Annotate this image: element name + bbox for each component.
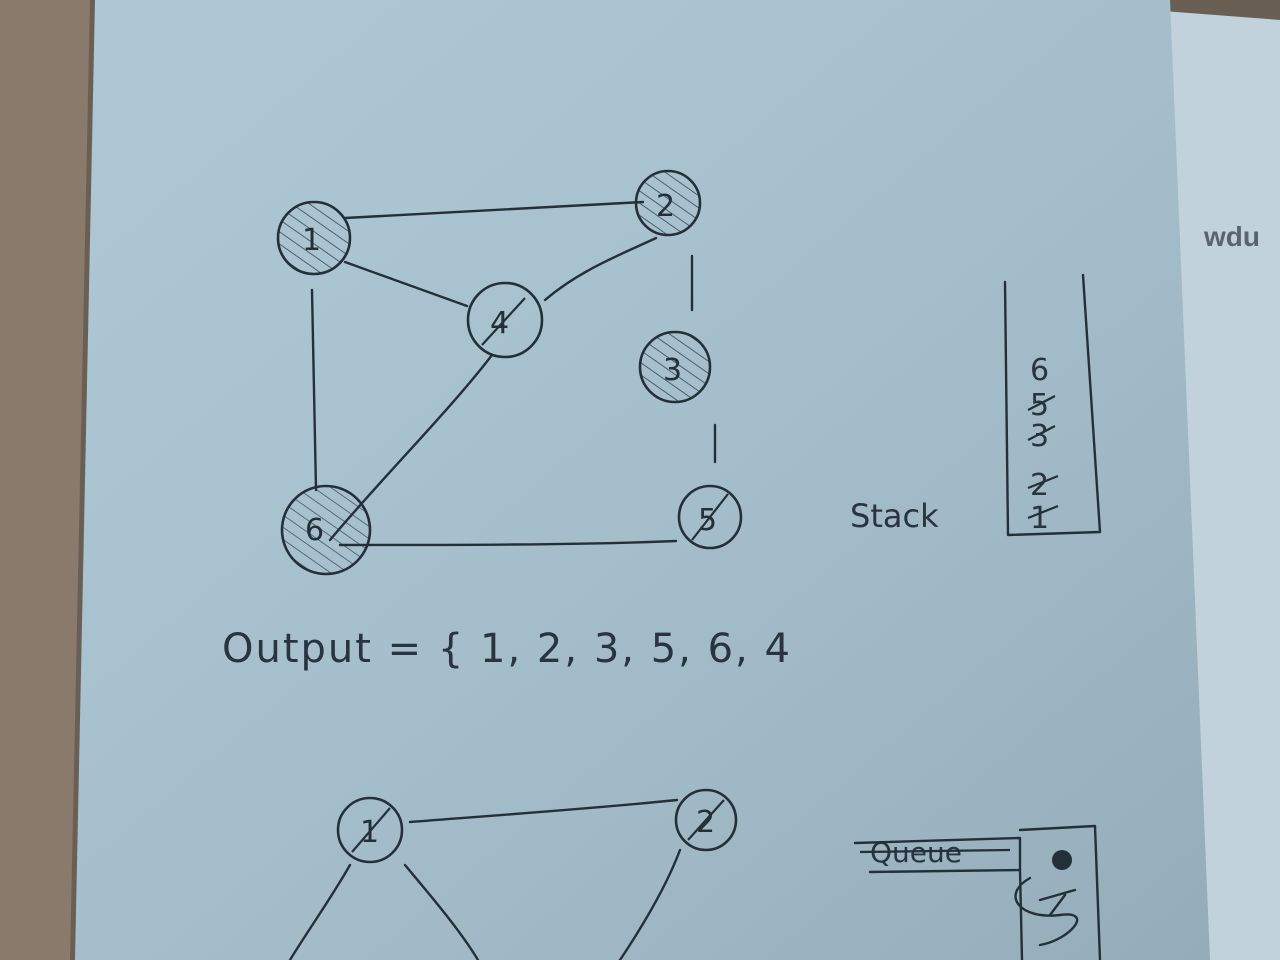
edge-1-6 (310, 288, 318, 492)
edge-6-5 (338, 539, 678, 547)
node-g2-1: 1 (336, 796, 404, 864)
svg-text:2: 2 (656, 189, 675, 224)
svg-text:1: 1 (360, 815, 379, 850)
paper-shading (75, 0, 1210, 960)
side-sheet-text: wdu (1203, 221, 1260, 252)
stack-item-3: 3 (1030, 419, 1049, 454)
output-text: Output = { 1, 2, 3, 5, 6, 4 (222, 626, 792, 672)
svg-text:5: 5 (698, 503, 717, 538)
edge-g2-1-down2 (403, 863, 480, 960)
edge-g2-1-2 (408, 798, 679, 824)
stack-item-6: 6 (1030, 353, 1049, 388)
stack-item-2: 2 (1030, 468, 1049, 503)
edge-4-2 (543, 236, 658, 302)
svg-text:6: 6 (305, 513, 324, 548)
node-1: 1 (276, 200, 352, 276)
stack-diagram: 6 5 3 2 1 Stack (850, 273, 1102, 537)
stack-label: Stack (850, 497, 939, 535)
queue-scribble (1014, 876, 1079, 947)
graph-2: 1 2 (288, 788, 738, 960)
queue-item-2 (1038, 888, 1077, 917)
queue-item-1 (1052, 850, 1072, 870)
edge-g2-2-down (618, 848, 682, 960)
edge-g2-1-down (288, 863, 352, 960)
node-2: 2 (634, 169, 702, 237)
node-3: 3 (638, 330, 712, 404)
node-6: 6 (280, 484, 372, 576)
edge-1-2 (343, 200, 645, 220)
hand-edge (0, 0, 90, 960)
svg-text:4: 4 (490, 306, 509, 341)
graph-1: 1 2 4 3 6 5 (276, 169, 743, 576)
stack-container (1003, 273, 1102, 537)
node-4: 4 (466, 281, 544, 359)
node-g2-2: 2 (674, 788, 738, 852)
stack-item-5: 5 (1030, 388, 1049, 423)
node-5: 5 (677, 484, 743, 550)
svg-text:3: 3 (663, 353, 682, 388)
edge-1-4 (343, 260, 469, 308)
queue-label-box (853, 836, 1022, 874)
queue-diagram: Queue (853, 824, 1102, 960)
stack-item-1: 1 (1030, 501, 1049, 536)
svg-text:2: 2 (696, 805, 715, 840)
queue-container (1018, 824, 1102, 960)
svg-text:1: 1 (302, 223, 321, 258)
